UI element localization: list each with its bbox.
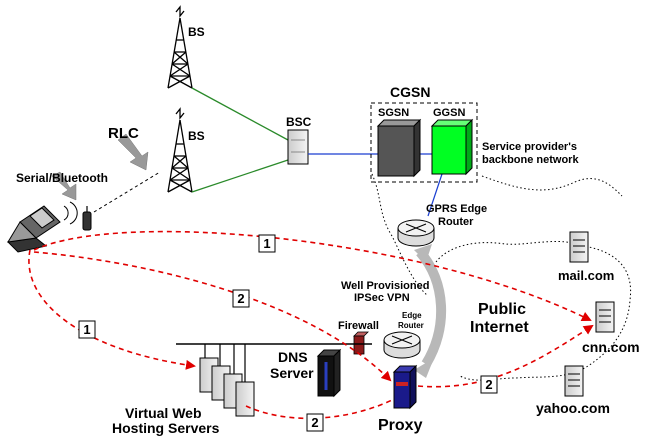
firewall-label: Firewall bbox=[338, 320, 379, 332]
edge-router-label-line1: Edge bbox=[402, 311, 422, 320]
serial-bluetooth-label: Serial/Bluetooth bbox=[16, 171, 108, 185]
sgsn-label: SGSN bbox=[378, 107, 409, 119]
vpn-tunnel-arrow bbox=[414, 244, 446, 378]
bs-mid-bsc-link bbox=[191, 159, 289, 193]
ggsn-router-link bbox=[427, 173, 443, 217]
bs-mid-label: BS bbox=[188, 129, 205, 143]
bs-top-bsc-link bbox=[191, 87, 289, 141]
sgsn-server-icon bbox=[376, 118, 422, 178]
virtual-web-label-line1: Virtual Web bbox=[125, 405, 202, 421]
mobile-phone-icon bbox=[82, 206, 92, 231]
backbone-boundary bbox=[371, 173, 429, 297]
cnn-label: cnn.com bbox=[582, 339, 640, 355]
dns-server-label-line2: Server bbox=[270, 365, 314, 381]
edge-router-label-line2: Router bbox=[398, 321, 424, 330]
bs-tower-mid-icon bbox=[167, 107, 193, 193]
dns-server-icon bbox=[316, 348, 342, 398]
mail-label: mail.com bbox=[558, 268, 614, 283]
svg-text:2: 2 bbox=[311, 415, 318, 430]
backbone-boundary-right bbox=[481, 175, 623, 197]
backbone-label-line2: backbone network bbox=[482, 154, 579, 166]
bsc-label: BSC bbox=[286, 115, 312, 129]
cgsn-box bbox=[370, 102, 478, 183]
path-2-laptop-to-proxy bbox=[33, 251, 392, 382]
proxy-label: Proxy bbox=[378, 417, 423, 434]
laptop-icon bbox=[6, 205, 61, 253]
ggsn-label: GGSN bbox=[433, 107, 465, 119]
edge-router-icon bbox=[383, 331, 421, 359]
path-label-1-left: 1 bbox=[78, 320, 96, 339]
gprs-router-label-line2: Router bbox=[438, 216, 474, 228]
path-label-2-bottom: 2 bbox=[306, 413, 324, 432]
rlc-label: RLC bbox=[108, 125, 139, 142]
serial-pointer-icon bbox=[51, 171, 77, 201]
phone-bs-wireless-link bbox=[93, 171, 161, 213]
bsc-icon bbox=[287, 129, 309, 165]
path-label-2-right: 2 bbox=[480, 375, 498, 394]
signal-waves-icon bbox=[63, 201, 78, 225]
svg-text:2: 2 bbox=[485, 377, 492, 392]
virtual-web-servers-icon bbox=[199, 357, 255, 417]
path-1-laptop-to-virtual-web bbox=[28, 249, 196, 370]
bs-top-label: BS bbox=[188, 25, 205, 39]
cnn-server-icon bbox=[595, 301, 615, 333]
proxy-server-icon bbox=[392, 364, 418, 410]
path-label-2-mid: 2 bbox=[232, 289, 250, 308]
svg-text:1: 1 bbox=[263, 236, 270, 251]
ggsn-server-icon bbox=[430, 118, 474, 176]
yahoo-label: yahoo.com bbox=[536, 400, 610, 416]
yahoo-server-icon bbox=[564, 365, 584, 397]
public-internet-label-line2: Internet bbox=[470, 319, 529, 336]
vpn-label-line2: IPSec VPN bbox=[354, 292, 410, 304]
gprs-router-label-line1: GPRS Edge bbox=[426, 203, 487, 215]
mail-server-icon bbox=[569, 231, 589, 263]
vpn-label-line1: Well Provisioned bbox=[341, 280, 429, 292]
cgsn-label: CGSN bbox=[390, 84, 430, 100]
dns-server-label-line1: DNS bbox=[278, 349, 308, 365]
path-label-1-top: 1 bbox=[258, 234, 276, 253]
svg-text:1: 1 bbox=[83, 322, 90, 337]
path-2-proxy-to-cnn bbox=[417, 324, 594, 388]
path-1-laptop-to-cnn bbox=[33, 230, 592, 321]
bs-tower-top-icon bbox=[167, 5, 193, 89]
virtual-web-label-line2: Hosting Servers bbox=[112, 420, 220, 436]
backbone-label-line1: Service provider's bbox=[482, 141, 577, 153]
gprs-edge-router-icon bbox=[397, 219, 435, 247]
svg-text:2: 2 bbox=[237, 291, 244, 306]
firewall-icon bbox=[353, 331, 369, 355]
public-internet-label-line1: Public bbox=[478, 301, 526, 318]
rlc-pointer-icon bbox=[117, 133, 149, 171]
